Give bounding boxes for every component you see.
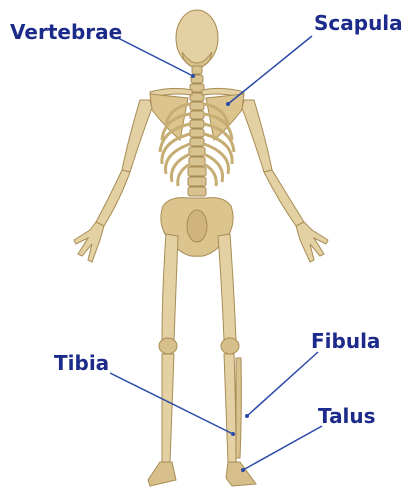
femur-right xyxy=(218,234,236,340)
fibula-right xyxy=(236,358,241,458)
forearm-left xyxy=(96,170,130,226)
pointer-dot-scapula xyxy=(226,102,230,106)
tibia-left xyxy=(162,354,174,462)
knee-right xyxy=(221,338,239,354)
hand-left xyxy=(74,222,104,262)
sacrum xyxy=(187,210,207,242)
foot-left xyxy=(148,462,176,486)
skull xyxy=(176,10,218,66)
label-scapula: Scapula xyxy=(314,12,403,34)
leader-line-fibula xyxy=(247,352,318,416)
hand-right xyxy=(296,222,328,262)
pointer-dot-tibia xyxy=(231,432,235,436)
forearm-right xyxy=(264,170,304,226)
leader-line-scapula xyxy=(228,36,312,104)
label-tibia: Tibia xyxy=(54,352,109,374)
label-talus: Talus xyxy=(318,405,376,427)
humerus-left xyxy=(122,100,152,172)
tibia-right xyxy=(224,354,236,462)
label-fibula: Fibula xyxy=(311,330,380,352)
knee-left xyxy=(159,338,177,354)
label-vertebrae: Vertebrae xyxy=(10,21,122,43)
humerus-right xyxy=(242,100,272,172)
pointer-dot-fibula xyxy=(245,414,249,418)
pointer-dot-talus xyxy=(241,468,245,472)
leader-line-talus xyxy=(243,426,322,470)
femur-left xyxy=(162,234,178,340)
vertebral-column xyxy=(188,66,206,196)
pointer-dot-vertebrae xyxy=(191,74,195,78)
